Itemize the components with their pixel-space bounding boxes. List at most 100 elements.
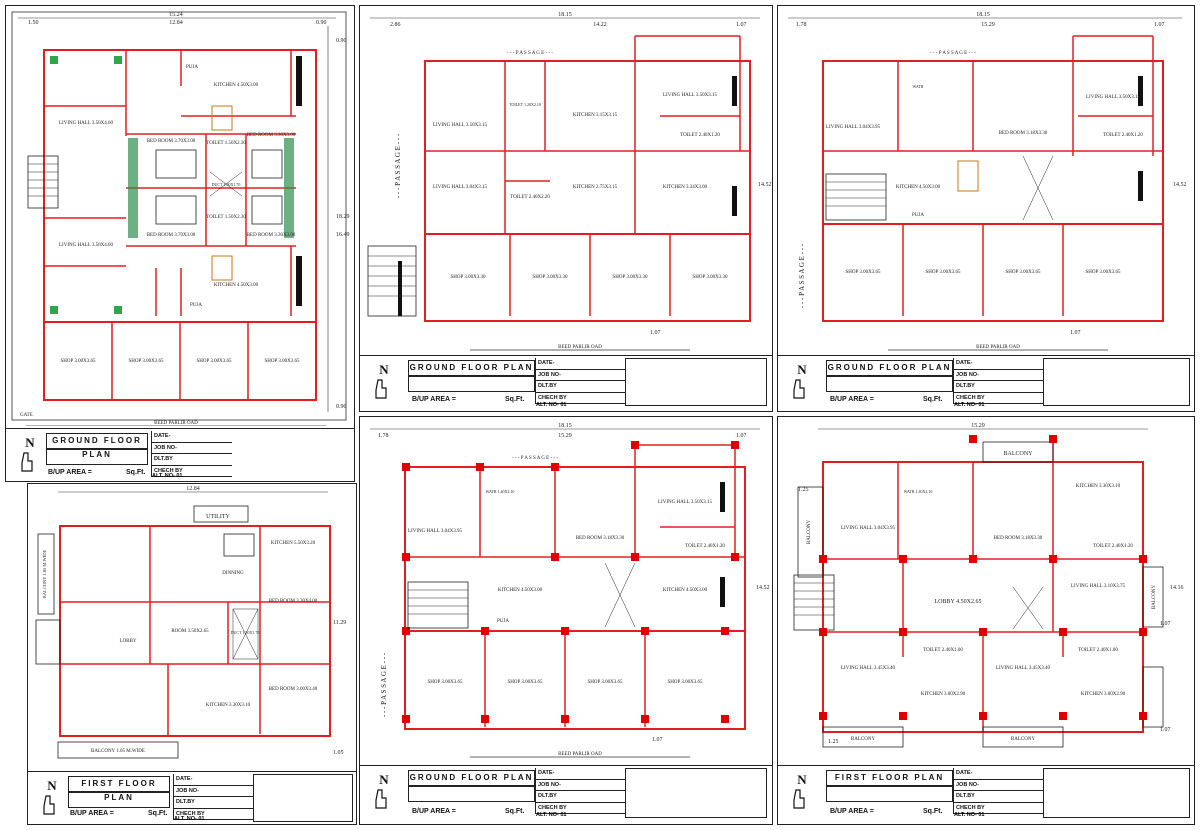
sqft-label: Sq.Ft. [126, 469, 146, 476]
dim-top-inner: 15.29 [558, 433, 572, 439]
dim-right-bottom: 0.90 [336, 404, 347, 410]
floor-plan-drawing-6: 15.29 1.25 14.16 1.07 1.25 1.07 [793, 423, 1184, 748]
floor-plan-drawing-2: 18.15 2.86 14.22 1.07 14.52 1.07 - - - P… [367, 12, 772, 351]
meta-date: DATE- [954, 768, 1044, 780]
balcony-horizontal-label: BALCONY 1.05 M.WIDE [91, 749, 145, 754]
room-label: BALCONY [851, 737, 876, 742]
room-label: TOILET 1.50X2.30 [206, 215, 246, 220]
dim-right-inner: 16.49 [336, 232, 350, 238]
floor-plan-drawing-1: 15.24 1.50 12.84 0.90 0.90 18.29 16.49 0… [11, 11, 350, 426]
room-label: TOILET 2.40X1.20 [685, 544, 725, 549]
title-block: N GROUND FLOOR PLAN B/UP AREA = Sq.Ft. D… [360, 765, 772, 824]
north-arrow-icon [375, 789, 387, 809]
bup-area-label: B/UP AREA = [412, 808, 456, 815]
meta-alt: ALT. NO- 01 [536, 402, 567, 408]
room-label: WATR [913, 84, 924, 89]
floor-plan-drawing-5: 18.15 1.78 15.29 1.07 14.52 1.07 [370, 423, 770, 758]
sqft-label: Sq.Ft. [923, 808, 943, 815]
room-label: TOILET 2.40X2.20 [510, 195, 550, 200]
room-label: BED ROOM 3.18X3.30 [994, 536, 1043, 541]
blank-cell [253, 774, 353, 822]
passage-label: - - - P A S S A G E - - - [512, 456, 558, 461]
room-label: SHOP 3.00X3.30 [451, 275, 486, 280]
room-label: LIVING HALL 3.04X3.95 [841, 526, 895, 531]
sqft-label: Sq.Ft. [505, 396, 525, 403]
room-label: KITCHEN 4.50X3.00 [498, 588, 543, 593]
room-label: BED ROOM 3.70X3.00 [147, 139, 196, 144]
blank-cell [625, 358, 767, 406]
meta-check: CHECH BY [536, 393, 626, 404]
passage-label: - - - P A S S A G E - - - [930, 51, 976, 56]
north-arrow-icon [793, 789, 805, 809]
meta-dlt: DLT.BY [954, 381, 1044, 393]
dim-bottom-right: 1.07 [1160, 727, 1171, 733]
title-blank [46, 449, 148, 465]
plan-title: GROUND FLOOR PLAN [408, 770, 535, 786]
bup-area-label: B/UP AREA = [70, 810, 114, 817]
meta-job: JOB NO- [174, 786, 254, 797]
meta-alt: ALT. NO- 01 [536, 812, 567, 818]
dim-top-total: 18.15 [976, 12, 990, 18]
room-label: LIVING HALL 3.45X3.40 [996, 666, 1050, 671]
meta-check: CHECH BY [174, 809, 254, 820]
north-arrow-icon [375, 379, 387, 399]
plan-title: FIRST FLOOR PLAN [826, 770, 953, 786]
dim-left-offset: 2.86 [390, 22, 401, 28]
meta-date: DATE- [152, 431, 232, 443]
floor-plan-drawing-3: 18.15 1.78 15.29 1.07 14.52 1.07 - - - P… [788, 12, 1187, 351]
sqft-label: Sq.Ft. [923, 396, 943, 403]
sheet-ground-floor-1: 15.24 1.50 12.84 0.90 0.90 18.29 16.49 0… [5, 5, 355, 482]
meta-job: JOB NO- [152, 443, 232, 454]
blank-cell [1043, 768, 1190, 818]
dim-right-total: 14.52 [758, 182, 772, 188]
meta-job: JOB NO- [536, 370, 626, 381]
dim-bottom: 1.07 [650, 330, 661, 336]
room-label: KITCHEN 3.00X2.90 [1081, 692, 1126, 697]
room-label: LIVING HALL 3.50X3.15 [658, 500, 712, 505]
room-label: BALCONY [807, 520, 812, 545]
room-label: SHOP 3.00X3.65 [1086, 270, 1121, 275]
north-label: N [47, 778, 57, 793]
title-block: N FIRST FLOOR PLAN B/UP AREA = Sq.Ft. DA… [28, 771, 356, 824]
dim-left-offset: 1.78 [378, 433, 389, 439]
room-label: TOILET 2.40X1.20 [680, 133, 720, 138]
passage-vertical-label: - - - P A S S A G E - - - [394, 133, 402, 198]
room-label: LIVING HALL 3.50X4.60 [59, 243, 113, 248]
room-label: BED ROOM 3.70X3.00 [147, 233, 196, 238]
meta-alt: ALT. NO- 01 [954, 812, 985, 818]
room-label: TOILET 2.40X1.20 [1103, 133, 1143, 138]
meta-dlt: DLT.BY [536, 381, 626, 393]
sqft-label: Sq.Ft. [505, 808, 525, 815]
meta-alt: ALT. NO- 01 [954, 402, 985, 408]
meta-dlt: DLT.BY [152, 454, 232, 466]
room-label: TOILET 2.40X1.00 [1078, 648, 1118, 653]
bup-area-label: B/UP AREA = [830, 396, 874, 403]
room-label: PUJA [497, 619, 509, 624]
road-label: BEED PARLIR OAD [976, 345, 1020, 350]
balcony-vertical-label: BALCONY 1.05 M.WIDE [42, 549, 47, 598]
room-label: BALCONY [1011, 737, 1036, 742]
sheet-ground-floor-4: 18.15 1.78 15.29 1.07 14.52 1.07 [359, 416, 773, 825]
room-label: SHOP 3.00X3.65 [668, 680, 703, 685]
blank-cell [625, 768, 767, 818]
passage-vertical-label: - - - P A S S A G E - - - [798, 243, 806, 308]
road-label: BEED PARLIR OAD [558, 345, 602, 350]
meta-job: JOB NO- [954, 370, 1044, 381]
meta-check: CHECH BY [954, 803, 1044, 814]
meta-block: DATE- JOB NO- DLT.BY CHECH BY [953, 768, 1044, 814]
dim-right-total: 14.52 [756, 585, 770, 591]
room-label: SHOP 3.00X3.30 [693, 275, 728, 280]
room-label: SHOP 3.00X3.65 [61, 359, 96, 364]
north-label: N [797, 772, 807, 787]
room-label: SHOP 3.00X3.65 [926, 270, 961, 275]
room-label: BED ROOM 3.30X3.00 [247, 133, 296, 138]
room-label: TOILET 2.40X1.20 [1093, 544, 1133, 549]
blank-cell [1043, 358, 1190, 406]
meta-block: DATE- JOB NO- DLT.BY CHECH BY [953, 358, 1044, 404]
room-label: SHOP 3.00X3.65 [508, 680, 543, 685]
sheet-ground-floor-3: 18.15 1.78 15.29 1.07 14.52 1.07 - - - P… [777, 5, 1195, 412]
north-label: N [379, 772, 389, 787]
meta-job: JOB NO- [954, 780, 1044, 791]
meta-check: CHECH BY [536, 803, 626, 814]
room-label: PUJA [190, 303, 202, 308]
